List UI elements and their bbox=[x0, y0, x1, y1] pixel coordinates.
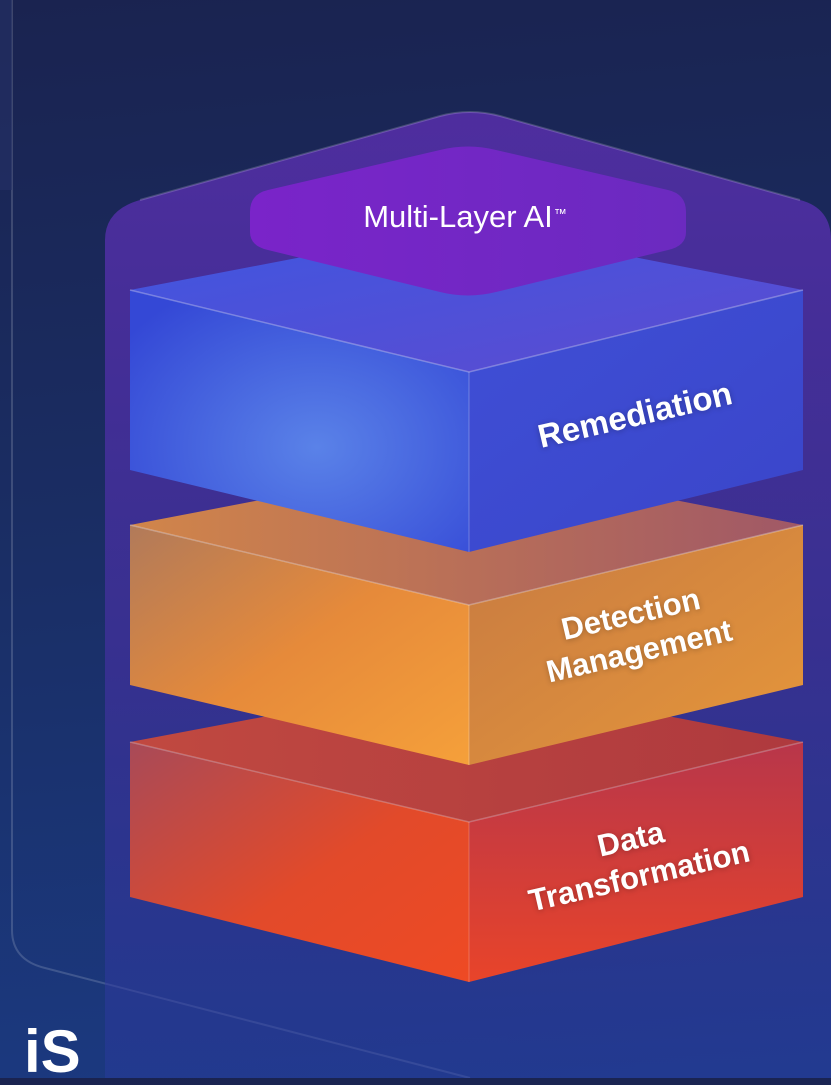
background-panel-outline bbox=[11, 0, 471, 1078]
layer-block-remediation bbox=[129, 225, 804, 552]
frame-inner-glow bbox=[139, 111, 801, 201]
trademark-mark: ™ bbox=[553, 205, 567, 221]
background-panel-shade bbox=[0, 0, 12, 190]
top-badge-shape bbox=[250, 146, 686, 296]
cropped-bottom-text: iS bbox=[24, 1018, 81, 1085]
top-badge-text: Multi-Layer AI bbox=[363, 199, 553, 234]
